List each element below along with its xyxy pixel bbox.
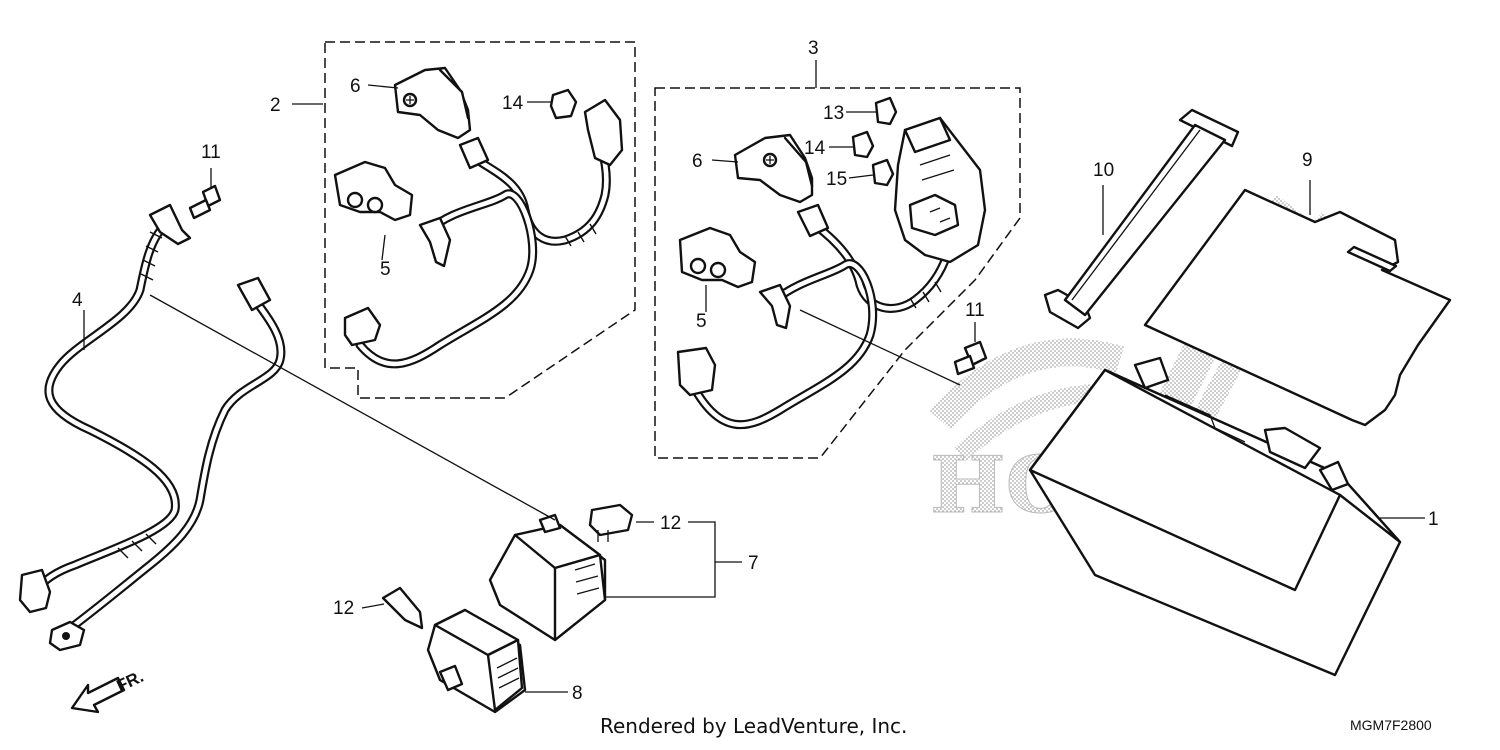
front-direction-indicator: FR.	[70, 667, 147, 714]
part-5-terminal-cover-a	[333, 160, 414, 222]
part-11-bolt-left	[188, 184, 222, 220]
part-6-terminal-cover-b	[733, 133, 814, 204]
assembly-3-outline	[654, 87, 1021, 459]
part-11-bolt-right	[953, 340, 988, 376]
label-14-a: 14	[502, 93, 524, 114]
part-10-strap	[1043, 108, 1240, 330]
credit-text: Rendered by LeadVenture, Inc.	[600, 714, 907, 738]
part-7-relay	[488, 513, 607, 642]
part-1-battery	[1028, 356, 1402, 677]
assembly-2-outline	[324, 41, 636, 399]
label-11-a: 11	[201, 142, 221, 163]
label-9: 9	[1302, 150, 1313, 171]
reference-numbers: 1 2 3 4 5 5 6 6 7 8 9 10 11 11 12 12 13 …	[72, 38, 1439, 704]
label-5-b: 5	[696, 311, 707, 332]
part-5-terminal-cover-b	[678, 226, 757, 289]
leader-lines	[83, 60, 1425, 693]
diagram-code: MGM7F2800	[1350, 717, 1432, 733]
label-11-b: 11	[965, 300, 985, 321]
part-15-clip	[871, 158, 895, 187]
front-arrow-icon	[70, 676, 126, 714]
part-4-harness	[18, 203, 286, 652]
label-12-b: 12	[333, 598, 354, 619]
part-8-module	[426, 608, 527, 714]
label-5-a: 5	[380, 259, 391, 280]
label-6-a: 6	[350, 76, 361, 97]
label-1: 1	[1428, 509, 1439, 530]
label-4: 4	[72, 290, 83, 311]
label-13: 13	[823, 103, 844, 124]
part-14-clip-b	[851, 130, 875, 159]
part-6-terminal-cover-a	[393, 66, 472, 140]
label-8: 8	[572, 683, 583, 704]
part-12-connector-a	[588, 503, 634, 542]
label-10: 10	[1093, 160, 1114, 181]
part-13-clip	[874, 96, 898, 126]
part-14-clip-a	[549, 88, 578, 120]
part-2-subharness	[343, 98, 624, 369]
part-3-subharness	[676, 116, 987, 430]
label-2: 2	[270, 95, 281, 116]
part-12-connector-b	[381, 586, 424, 630]
label-6-b: 6	[692, 151, 703, 172]
label-3: 3	[808, 38, 819, 59]
label-15: 15	[826, 169, 847, 190]
label-12-a: 12	[660, 513, 681, 534]
label-14-b: 14	[804, 138, 826, 159]
label-7: 7	[748, 553, 759, 574]
part-9-cover-sheet	[1143, 188, 1452, 427]
